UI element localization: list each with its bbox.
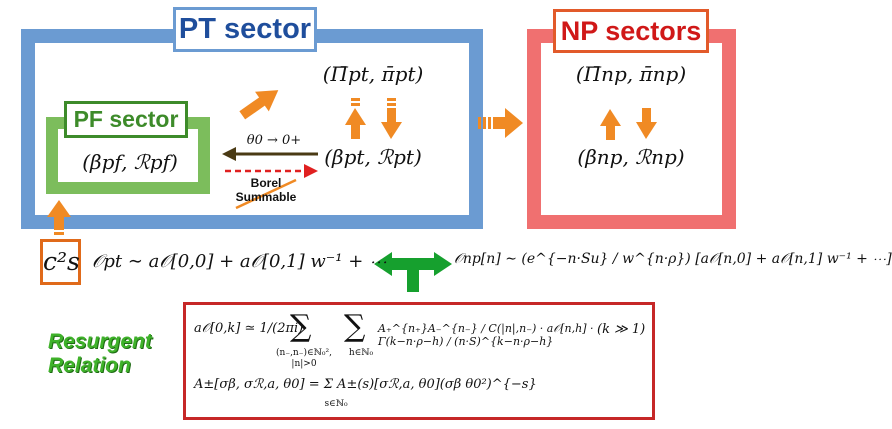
pt-sector-box: [21, 29, 483, 229]
eq2-sum-range: s∈ℕ₀: [324, 399, 348, 409]
borel-label-line2: Summable: [235, 190, 297, 204]
diagram: PT sector PF sector (βpf, ℛpf) (Π̄pt, π̄…: [21, 7, 892, 420]
borel-strike: [235, 178, 297, 210]
equation-o-pt: 𝒪pt ∼ a𝒪[0,0] + a𝒪[0,1] w⁻¹ + ⋯: [92, 251, 388, 272]
pt-down-arrow: [381, 98, 402, 139]
equation-o-np: 𝒪np[n] ∼ (e^{−n·Su} / w^{n·ρ}) [a𝒪[n,0] …: [454, 251, 892, 267]
pt-lower-pair: (βpt, ℛpt): [324, 145, 422, 169]
borel-label: Borel Summable: [226, 176, 306, 204]
cs2-box: c²s: [40, 239, 81, 285]
np-sector-title: NP sectors: [553, 9, 709, 53]
borel-label-line1: Borel: [250, 176, 282, 190]
eq1-sum1-range: (n₋,n₋)∈ℕ₀², |n|>0: [276, 348, 332, 369]
eq1-condition: (k ≫ 1): [597, 322, 646, 337]
pf-sector-title: PF sector: [64, 101, 188, 138]
resurgent-label-line2: Relation: [48, 354, 131, 377]
eq1-lhs: a𝒪[0,k] ≃ 1/(2πi): [194, 321, 304, 336]
theta-limit-label: θ0 → 0+: [246, 133, 302, 148]
np-upper-pair: (Π̄np, π̄np): [575, 62, 687, 86]
pt-sector-title: PT sector: [173, 7, 317, 52]
theta-limit-arrow: [222, 147, 318, 161]
resurgence-double-arrow: [374, 252, 452, 292]
eq1-body: A₊^{n₊}A₋^{n₋} / C(|n|,n₋) · a𝒪[n,h] · Γ…: [378, 322, 594, 348]
arrows-layer: [47, 90, 657, 292]
pt-to-np-arrow: [478, 108, 523, 138]
eq2: A±[σβ, σℛ,a, θ0] = Σ A±(s)[σℛ,a, θ0](σβ …: [194, 377, 537, 392]
pf-pair: (βpf, ℛpf): [82, 150, 178, 174]
resurgent-box: a𝒪[0,k] ≃ 1/(2πi) ∑ ∑ A₊^{n₊}A₋^{n₋} / C…: [183, 302, 655, 420]
diagonal-arrow: [239, 90, 279, 120]
resurgent-label-line1: Resurgent: [48, 330, 152, 353]
resurgent-label: Resurgent Relation: [48, 330, 178, 378]
np-lower-pair: (βnp, ℛnp): [577, 145, 685, 169]
pt-upper-pair: (Π̄pt, π̄pt): [322, 62, 424, 86]
cs2-up-arrow: [47, 200, 71, 235]
eq1-sum2-range: h∈ℕ₀: [348, 348, 374, 358]
pt-up-arrow: [345, 98, 366, 139]
np-down-arrow: [636, 108, 657, 139]
eq1-sum-symbol-2: ∑: [344, 309, 366, 344]
borel-arrow: [225, 164, 318, 178]
np-up-arrow: [600, 109, 621, 140]
eq1-sum-symbol-1: ∑: [290, 309, 312, 344]
